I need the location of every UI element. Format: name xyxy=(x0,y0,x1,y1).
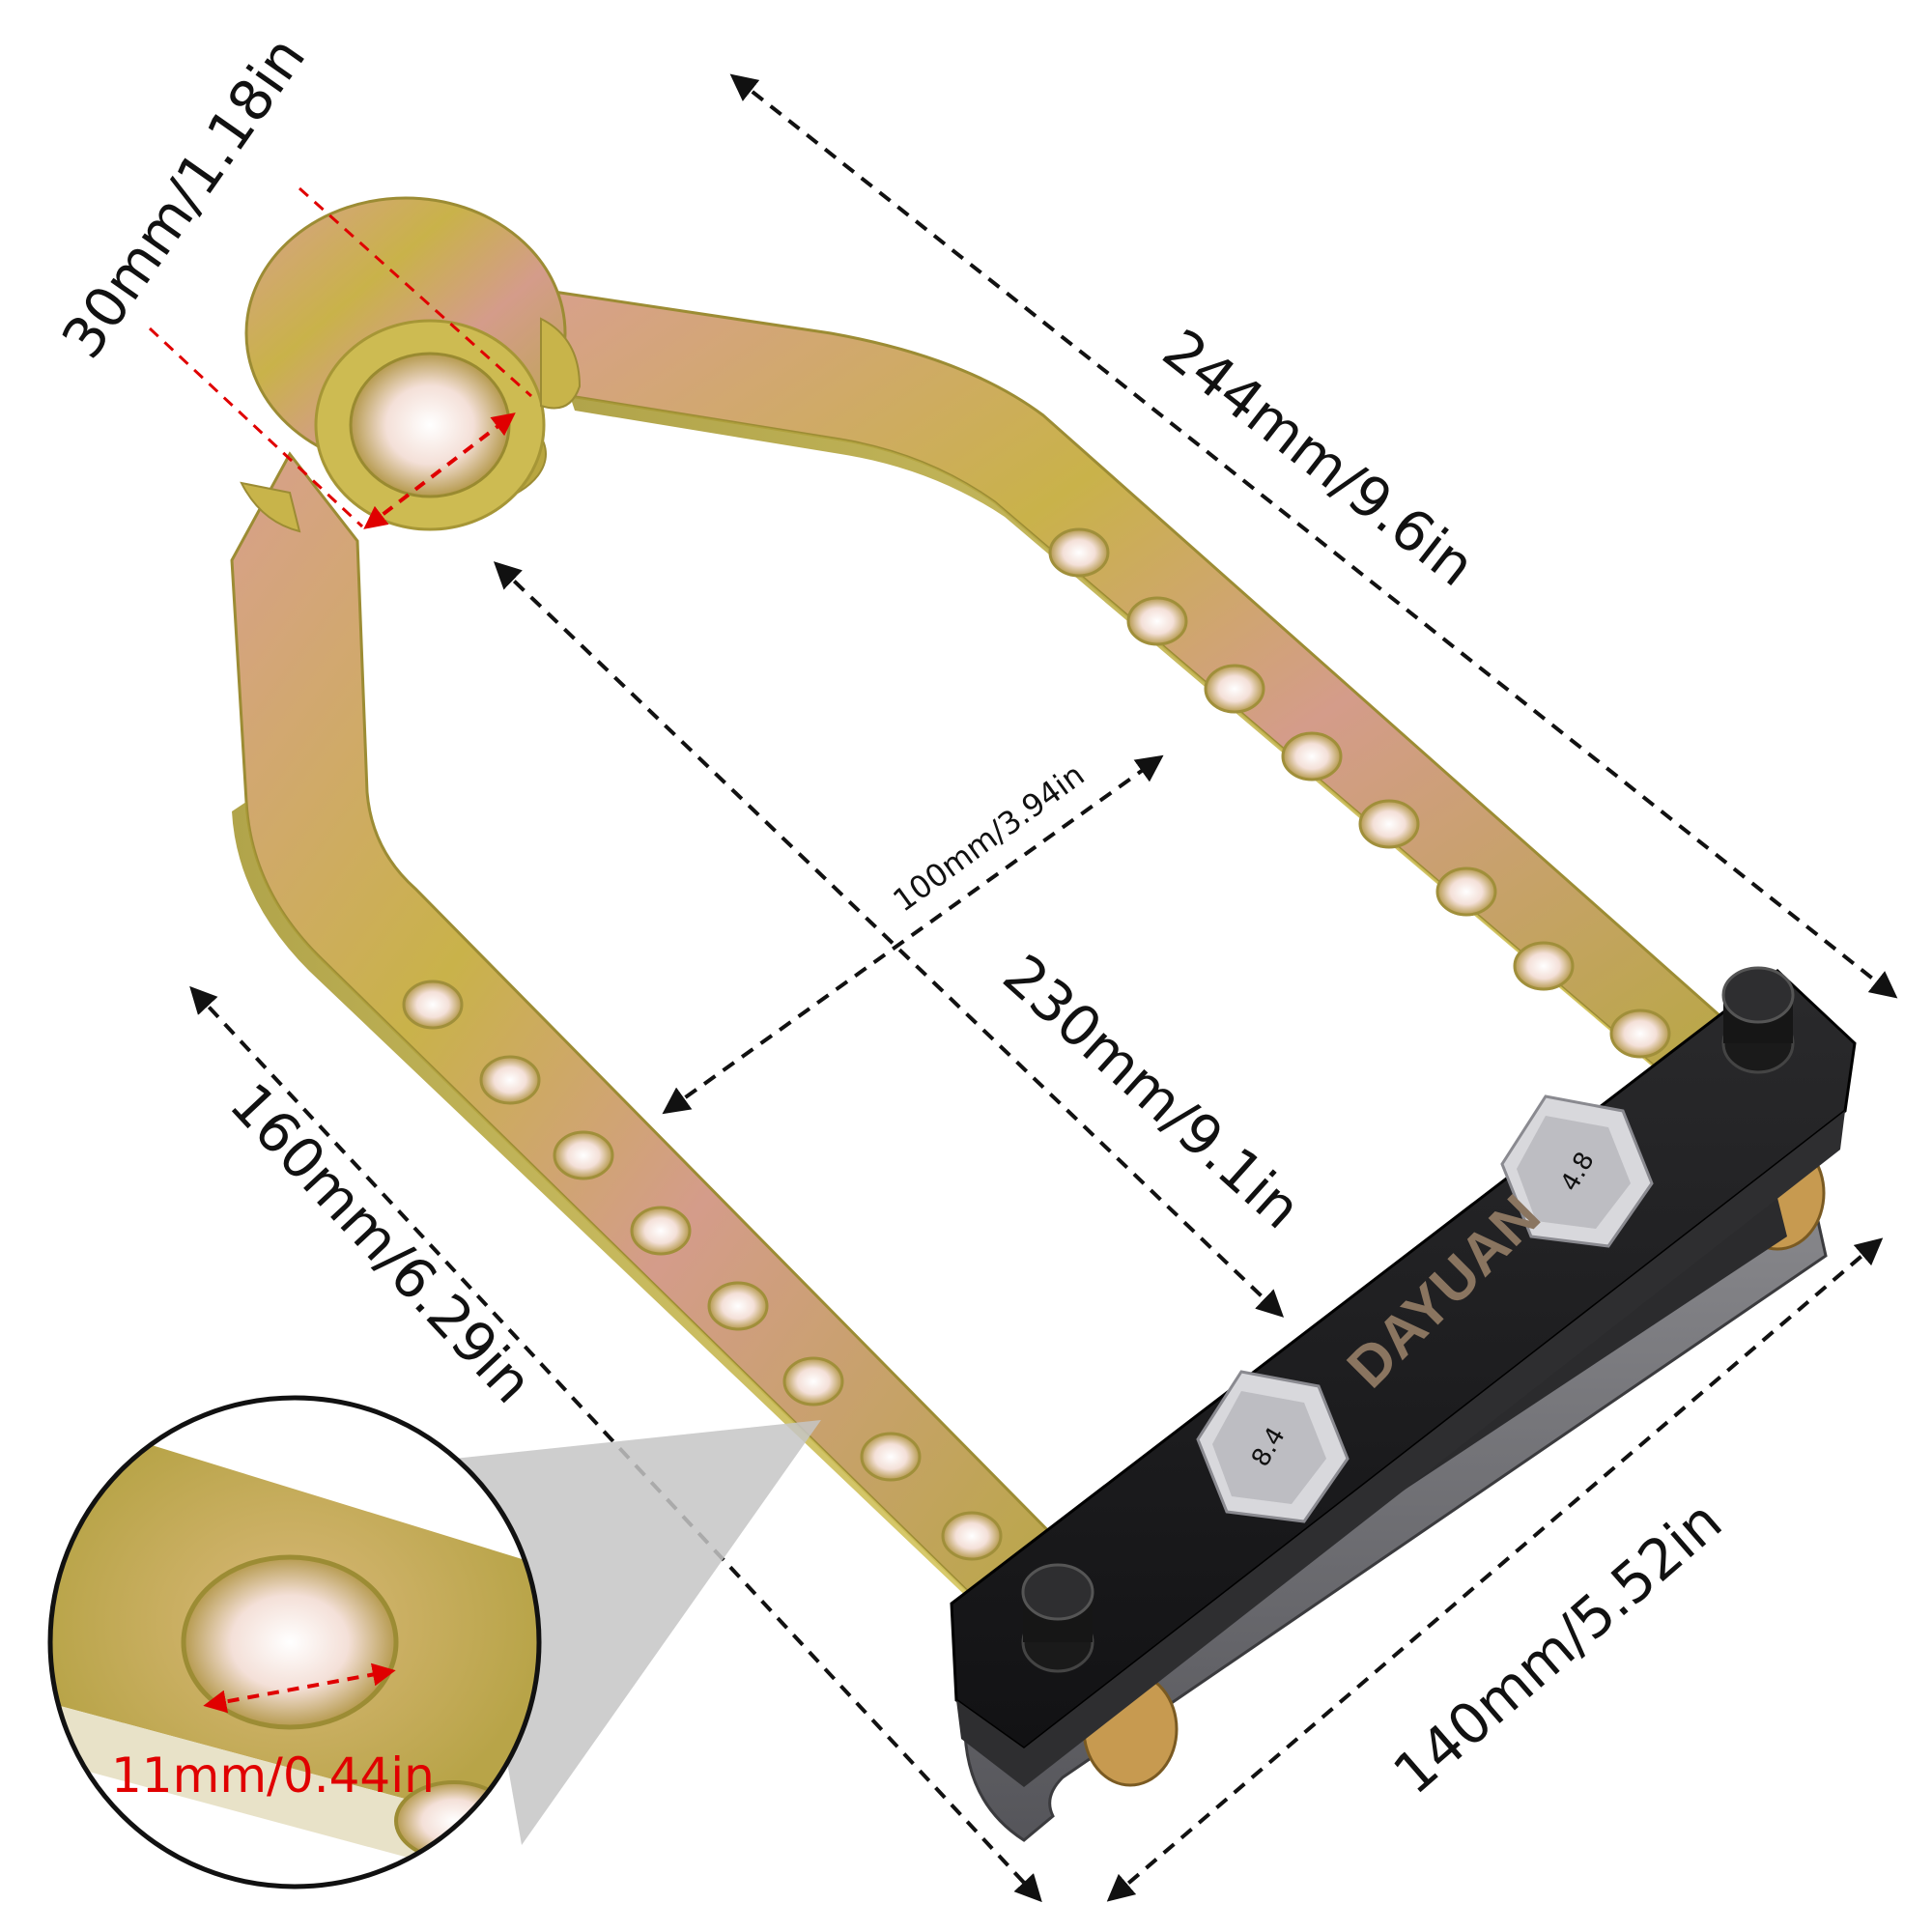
label-hole-diameter: 11mm/0.44in xyxy=(111,1747,435,1804)
arm-hole xyxy=(1204,664,1265,714)
arm-hole xyxy=(1126,596,1188,646)
zoom-circle-border xyxy=(47,1395,542,1889)
arm-hole xyxy=(1435,867,1497,917)
arm-hole xyxy=(479,1055,541,1105)
pin-top xyxy=(1721,966,1795,1074)
dim-line-overall-length xyxy=(729,73,1898,999)
cross-bar-assembly: 4.8 8.4 DAYUAN xyxy=(950,966,1857,1842)
arm-hole xyxy=(1281,731,1343,781)
arm-hole xyxy=(1358,799,1420,849)
arm-hole xyxy=(402,980,464,1030)
dimension-lines xyxy=(148,73,1898,1903)
label-inner-width: 100mm/3.94in xyxy=(886,756,1091,920)
arm-hole xyxy=(707,1281,769,1331)
hole-zoom-callout: 11mm/0.44in xyxy=(47,1395,821,1889)
label-bar-length: 140mm/5.52in xyxy=(1381,1488,1735,1806)
dim-line-ring-diameter xyxy=(363,412,516,529)
dim-guide-ring-bottom xyxy=(148,327,364,528)
arm-hole xyxy=(941,1511,1003,1561)
zoom-pointer-cone xyxy=(454,1420,821,1845)
arm-hole xyxy=(1048,527,1110,578)
pin-bottom xyxy=(1021,1563,1094,1673)
hex-bolt-top: 4.8 xyxy=(1500,1094,1654,1248)
arm-hole xyxy=(630,1206,692,1256)
arm-hole xyxy=(1513,941,1575,991)
arm-hole xyxy=(782,1356,844,1406)
dim-line-bar-length xyxy=(1106,1237,1884,1902)
label-inner-length: 230mm/9.1in xyxy=(991,942,1314,1241)
dim-line-hole-diameter xyxy=(203,1662,396,1714)
arm-hole xyxy=(553,1130,614,1180)
dim-guide-ring-top xyxy=(298,186,533,398)
arm-hole xyxy=(860,1432,922,1482)
arm-hole xyxy=(1609,1009,1671,1059)
